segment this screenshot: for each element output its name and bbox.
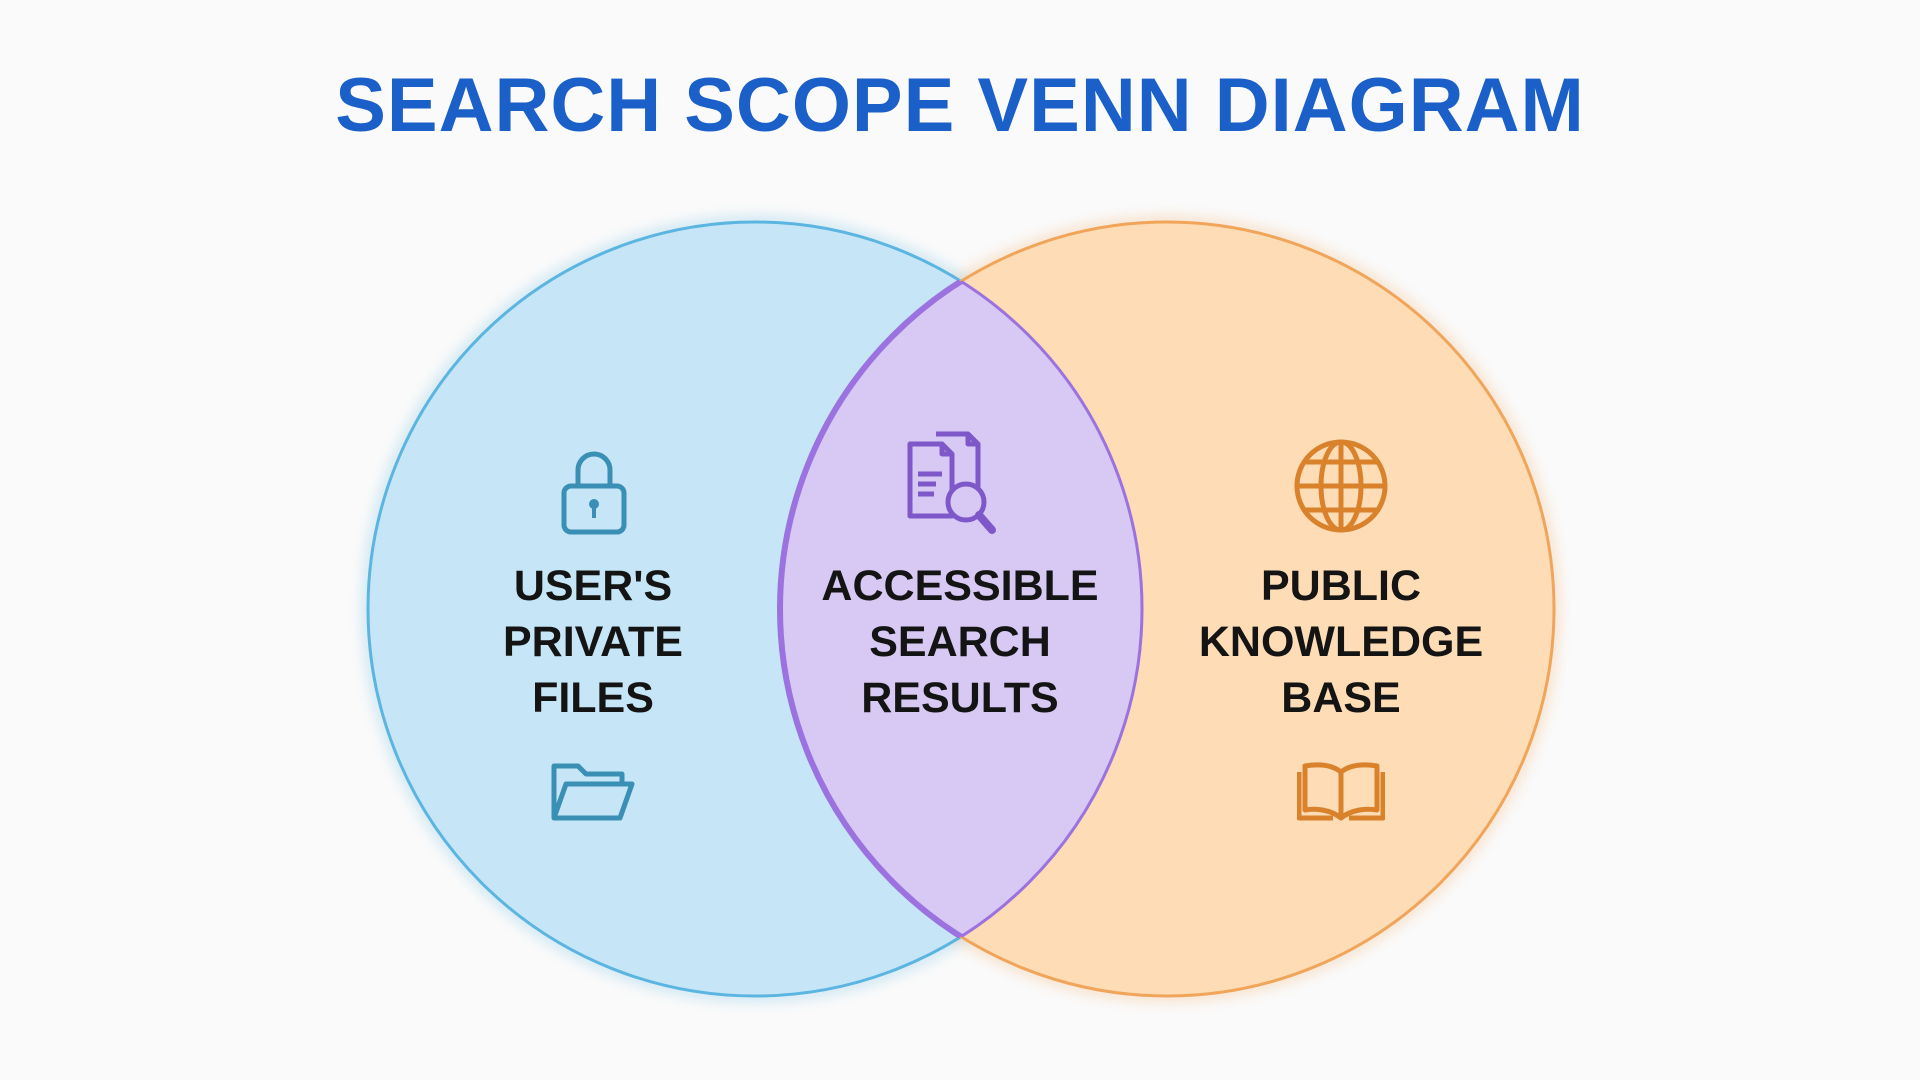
label-users-private-files: USER'S PRIVATE FILES [413, 558, 773, 726]
label-line: PRIVATE [503, 618, 683, 666]
label-line: PUBLIC [1260, 562, 1422, 610]
label-line: BASE [1281, 674, 1401, 722]
intersection-region [777, 222, 1142, 996]
label-line: USER'S [513, 562, 673, 610]
document-search-icon [907, 431, 996, 534]
label-line: ACCESSIBLE [821, 562, 1099, 610]
label-line: FILES [532, 674, 654, 722]
label-accessible-search-results: ACCESSIBLE SEARCH RESULTS [780, 558, 1140, 726]
diagram-title: SEARCH SCOPE VENN DIAGRAM [335, 63, 1585, 148]
folder-icon [551, 763, 635, 821]
label-line: SEARCH [869, 618, 1051, 666]
globe-icon [1294, 439, 1388, 533]
label-line: KNOWLEDGE [1198, 618, 1484, 666]
lock-icon [561, 451, 627, 535]
label-public-knowledge-base: PUBLIC KNOWLEDGE BASE [1161, 558, 1521, 726]
label-line: RESULTS [861, 674, 1059, 722]
book-icon [1297, 762, 1385, 821]
